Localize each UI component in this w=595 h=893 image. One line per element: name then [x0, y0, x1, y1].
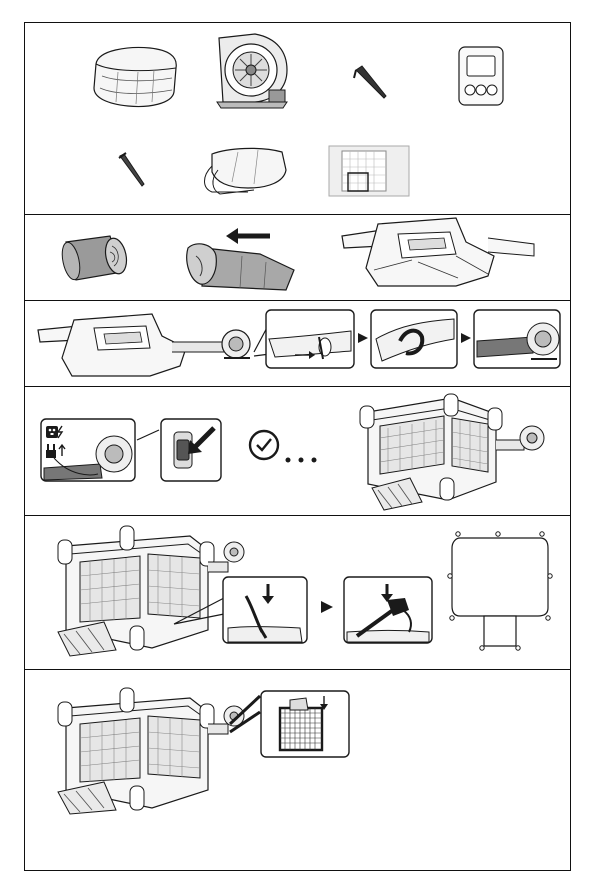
step-arrow-3 — [320, 600, 334, 614]
blower-illustration — [213, 30, 291, 108]
filter-screen-detail — [260, 690, 350, 758]
section-divider-4 — [24, 515, 571, 516]
hose-attach-detail — [265, 309, 355, 369]
hammer-stake-detail — [343, 576, 433, 644]
stake-layout-diagram — [448, 528, 552, 650]
stake-insert-detail — [222, 576, 308, 644]
clock-check-icon — [248, 428, 280, 462]
bouncer-with-blower-illustration — [36, 308, 254, 378]
unfolded-bouncer-illustration — [338, 216, 538, 290]
repair-kit-illustration — [458, 46, 504, 106]
wait-dots — [284, 456, 320, 464]
section-divider-2 — [24, 300, 571, 301]
section-divider-3 — [24, 386, 571, 387]
callout-pointer-3 — [172, 596, 226, 626]
bouncer-staking-illustration — [40, 522, 250, 656]
callout-pointer-4 — [228, 694, 262, 736]
ground-stake-illustration — [352, 64, 392, 100]
blower-connected-detail — [473, 309, 561, 369]
power-switch-detail — [160, 418, 222, 482]
safety-net-pack-illustration — [328, 145, 410, 197]
inflated-bouncer-illustration — [352, 392, 548, 510]
folded-bouncer-illustration — [88, 42, 183, 112]
hose-tie-detail — [370, 309, 458, 369]
plug-in-blower-detail — [40, 418, 136, 482]
rolled-bouncer-illustration — [58, 232, 130, 286]
step-arrow-2 — [460, 332, 472, 344]
callout-pointer-2 — [136, 428, 160, 442]
unrolling-bouncer-illustration — [182, 222, 306, 292]
spare-stake-illustration — [118, 152, 148, 188]
bouncer-filter-illustration — [40, 686, 250, 814]
step-arrow-1 — [357, 332, 369, 344]
section-divider-1 — [24, 214, 571, 215]
storage-bag-illustration — [198, 142, 290, 198]
section-divider-5 — [24, 669, 571, 670]
